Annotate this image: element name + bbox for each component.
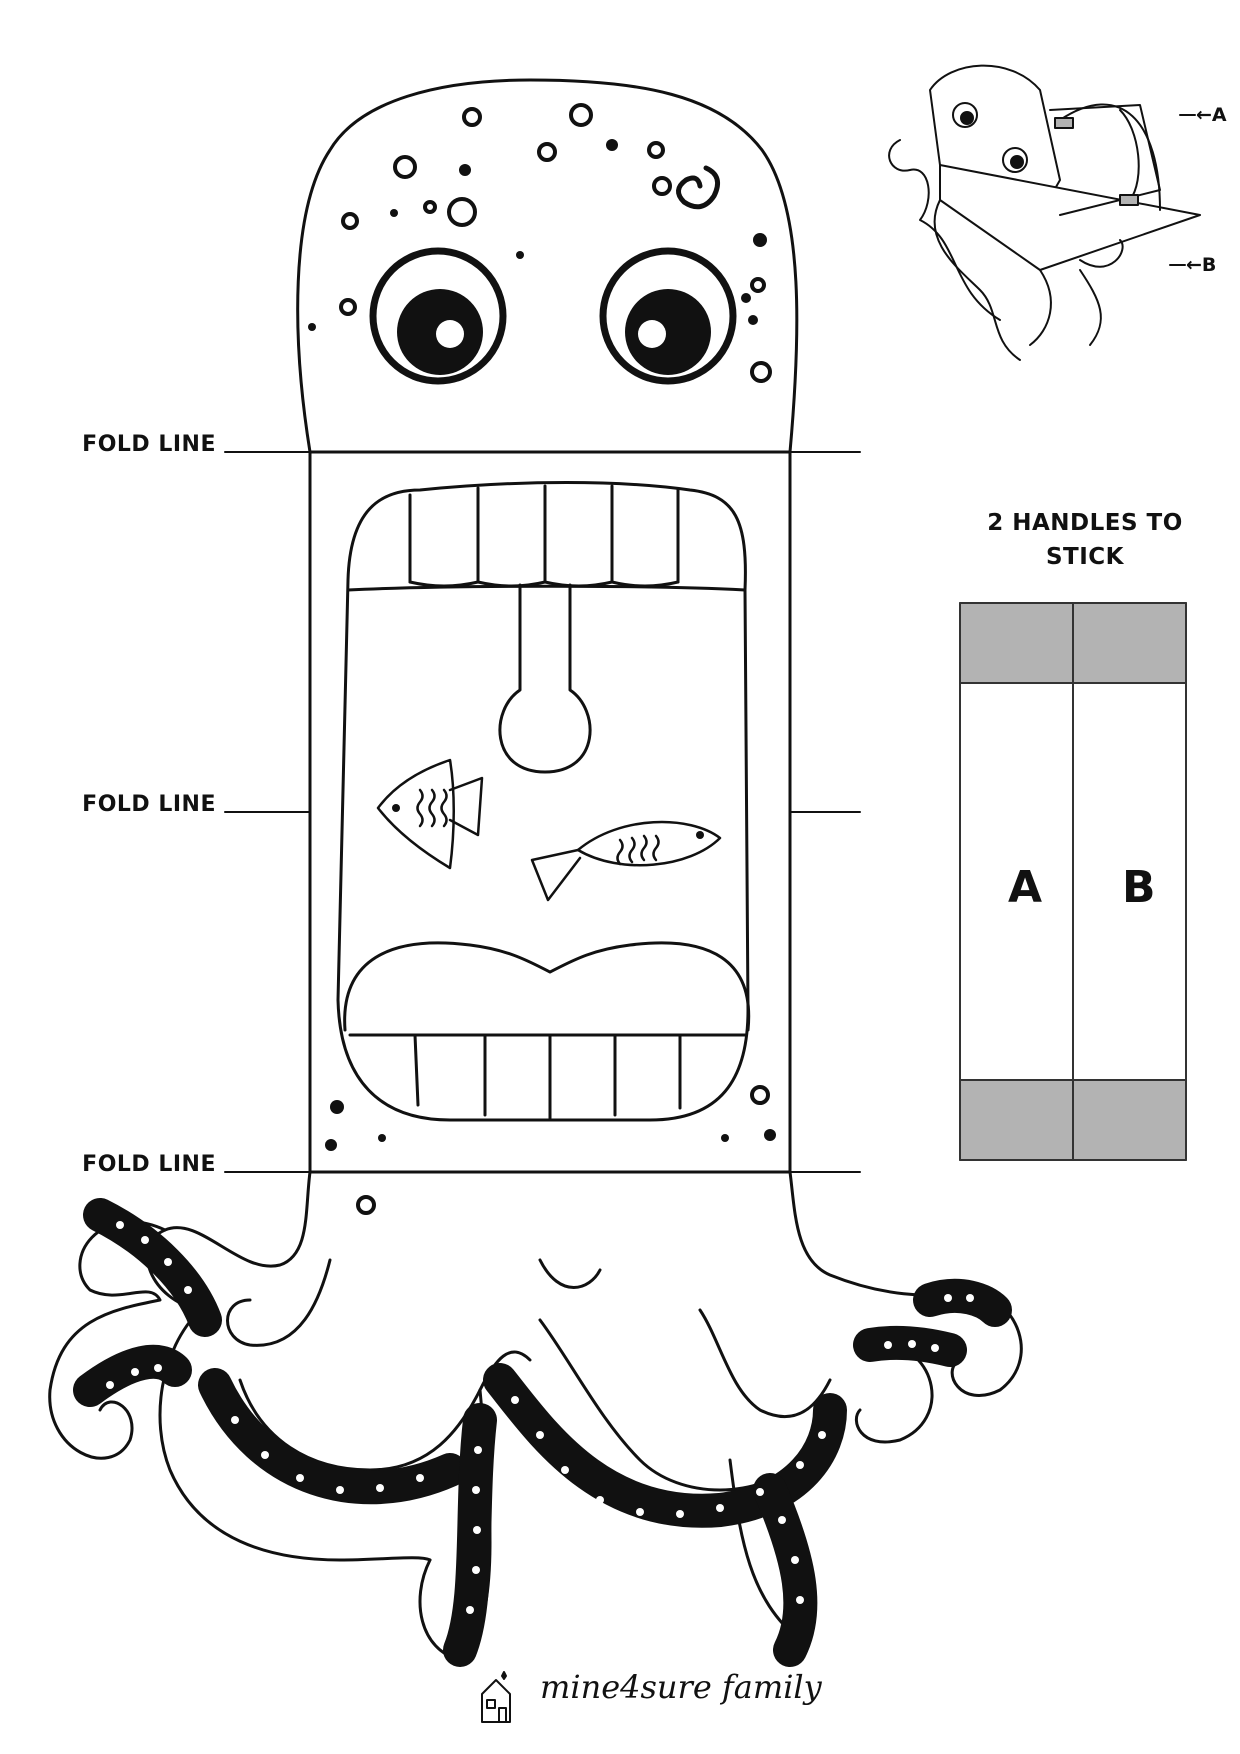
handle-label-a: A: [1008, 862, 1043, 913]
fold-line-label-top: FOLD LINE: [82, 432, 216, 457]
fish-left: [376, 758, 484, 870]
house-icon: [481, 1671, 511, 1723]
brand-name: mine4sure family: [540, 1668, 822, 1706]
handle-b-bottom-tab: [1072, 1079, 1187, 1161]
octopus-body-lower: [146, 1170, 312, 1312]
mouth-outline: [336, 481, 750, 1122]
lower-teeth: [348, 1033, 747, 1120]
handle-a-top-tab: [959, 602, 1074, 684]
right-eye: [599, 247, 737, 385]
diagram-arrow-a: ←A: [1196, 104, 1227, 126]
assembly-diagram: [888, 64, 1201, 361]
handle-a-bottom-tab: [959, 1079, 1074, 1161]
tentacle-outline: [48, 1220, 167, 1460]
handle-b-top-tab: [1072, 602, 1187, 684]
upper-gum: [346, 584, 747, 592]
left-eye: [369, 247, 507, 385]
handles-strip: [959, 602, 1187, 1161]
diagram-arrow-b: ←B: [1186, 254, 1217, 276]
upper-teeth: [408, 484, 680, 588]
fold-line-label-middle: FOLD LINE: [82, 792, 216, 817]
mouth-panel: [308, 450, 792, 1174]
handle-label-b: B: [1122, 862, 1156, 913]
fold-line-label-bottom: FOLD LINE: [82, 1152, 216, 1177]
fish-right: [530, 820, 722, 902]
uvula: [498, 583, 592, 774]
sucker-dots: [106, 1221, 974, 1614]
tongue: [343, 941, 751, 1032]
head-spots: [339, 103, 772, 383]
handles-title: 2 HANDLES TO STICK: [987, 510, 1183, 570]
octopus-head: [296, 78, 799, 454]
